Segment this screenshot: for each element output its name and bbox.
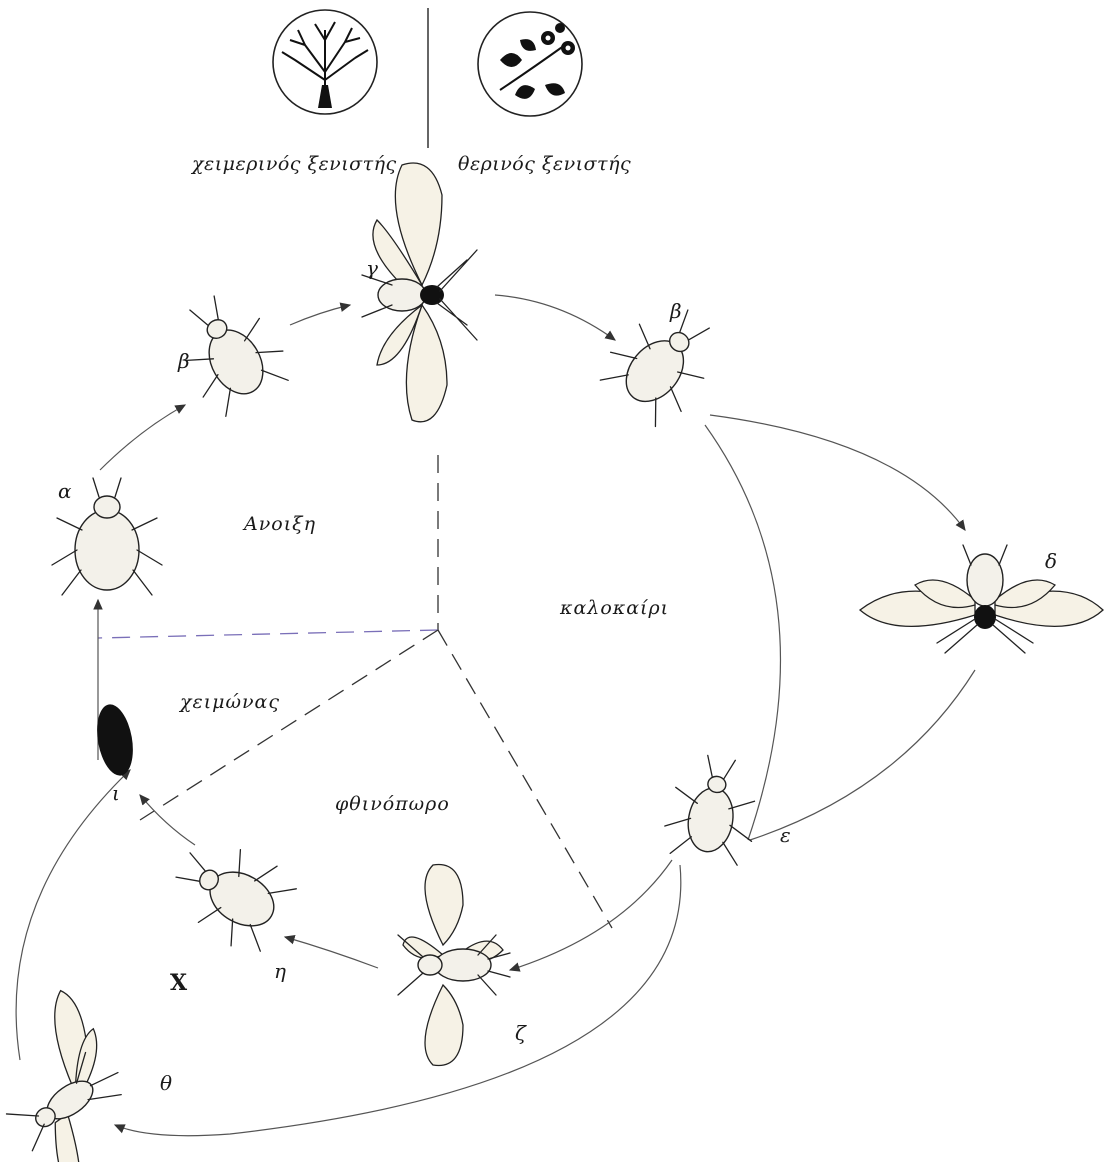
stage-letter-eta: η <box>274 959 286 983</box>
aphid-epsilon-icon <box>660 750 765 867</box>
aphid-delta-winged-icon <box>860 545 1103 653</box>
stage-letter-iota: ι <box>112 781 120 805</box>
summer-host-plant-icon <box>478 12 582 116</box>
winter-host-tree-icon <box>273 10 377 114</box>
aphid-eta-icon <box>160 825 301 960</box>
season-dividers <box>98 455 612 928</box>
stage-letter-beta-right: β <box>669 299 682 323</box>
stage-letter-delta: δ <box>1045 549 1057 573</box>
stage-letter-alpha: α <box>58 479 72 503</box>
season-label-summer: καλοκαίρι <box>559 597 669 619</box>
x-mark: X <box>170 970 188 996</box>
aphid-gamma-winged-icon <box>362 163 477 422</box>
cycle-arrows <box>16 295 975 1136</box>
stage-letter-epsilon: ε <box>780 823 791 847</box>
season-label-winter: χειμώνας <box>178 691 280 713</box>
aphid-beta-right-icon <box>593 289 734 432</box>
egg-stage-iota <box>92 702 138 779</box>
stage-letter-theta: θ <box>160 1071 172 1095</box>
stage-letter-gamma: γ <box>366 256 378 280</box>
aphid-zeta-winged-icon <box>398 865 510 1066</box>
stage-letter-zeta: ζ <box>515 1021 527 1045</box>
season-label-spring: Ανοιξη <box>242 513 316 535</box>
aphid-theta-winged-icon <box>0 988 168 1162</box>
season-label-autumn: φθινόπωρο <box>335 793 450 815</box>
stage-letter-beta-left: β <box>177 349 190 373</box>
summer-host-label: θερινός ξενιστής <box>458 153 631 175</box>
winter-host-label: χειμερινός ξενιστής <box>190 153 397 175</box>
